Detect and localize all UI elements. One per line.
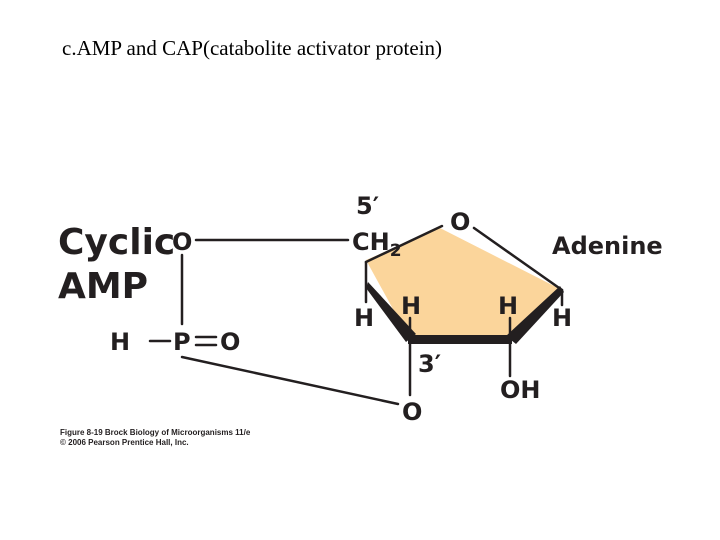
wedge-c4-c3 [366, 282, 416, 342]
atom-ch2: CH2 [352, 228, 402, 261]
atom-h-phosphate: H [110, 328, 130, 356]
wedge-c1-c2 [506, 286, 564, 344]
bold-bond-c3-c2 [408, 335, 512, 344]
prime-5-label: 5′ [356, 192, 379, 220]
bond-c4-ringo [364, 224, 444, 264]
atom-h-c1-in: H [498, 292, 518, 320]
figure-caption: Figure 8-19 Brock Biology of Microorgani… [60, 428, 250, 448]
atom-o-double: O [220, 328, 240, 356]
caption-line-1: Figure 8-19 Brock Biology of Microorgani… [60, 428, 251, 437]
atom-oh: OH [500, 376, 541, 404]
caption-line-2: © 2006 Pearson Prentice Hall, Inc. [60, 438, 189, 447]
ribose-ring-fill [366, 228, 562, 340]
bond-p-o-bottom [180, 355, 400, 406]
atom-ring-o: O [450, 208, 470, 236]
prime-3-label: 3′ [418, 350, 441, 378]
bond-ringo-c1 [472, 226, 564, 292]
atom-o-bottom: O [402, 398, 422, 426]
cyclic-label: Cyclic [58, 222, 175, 263]
slide-title: c.AMP and CAP(catabolite activator prote… [62, 36, 443, 60]
atom-h-c4-out: H [354, 304, 374, 332]
amp-label: AMP [58, 266, 148, 307]
atom-p: P [173, 328, 191, 356]
atom-h-c4-in: H [401, 292, 421, 320]
adenine-label: Adenine [552, 232, 663, 260]
atom-o-top: O [172, 228, 192, 256]
atom-h-c1-out: H [552, 304, 572, 332]
